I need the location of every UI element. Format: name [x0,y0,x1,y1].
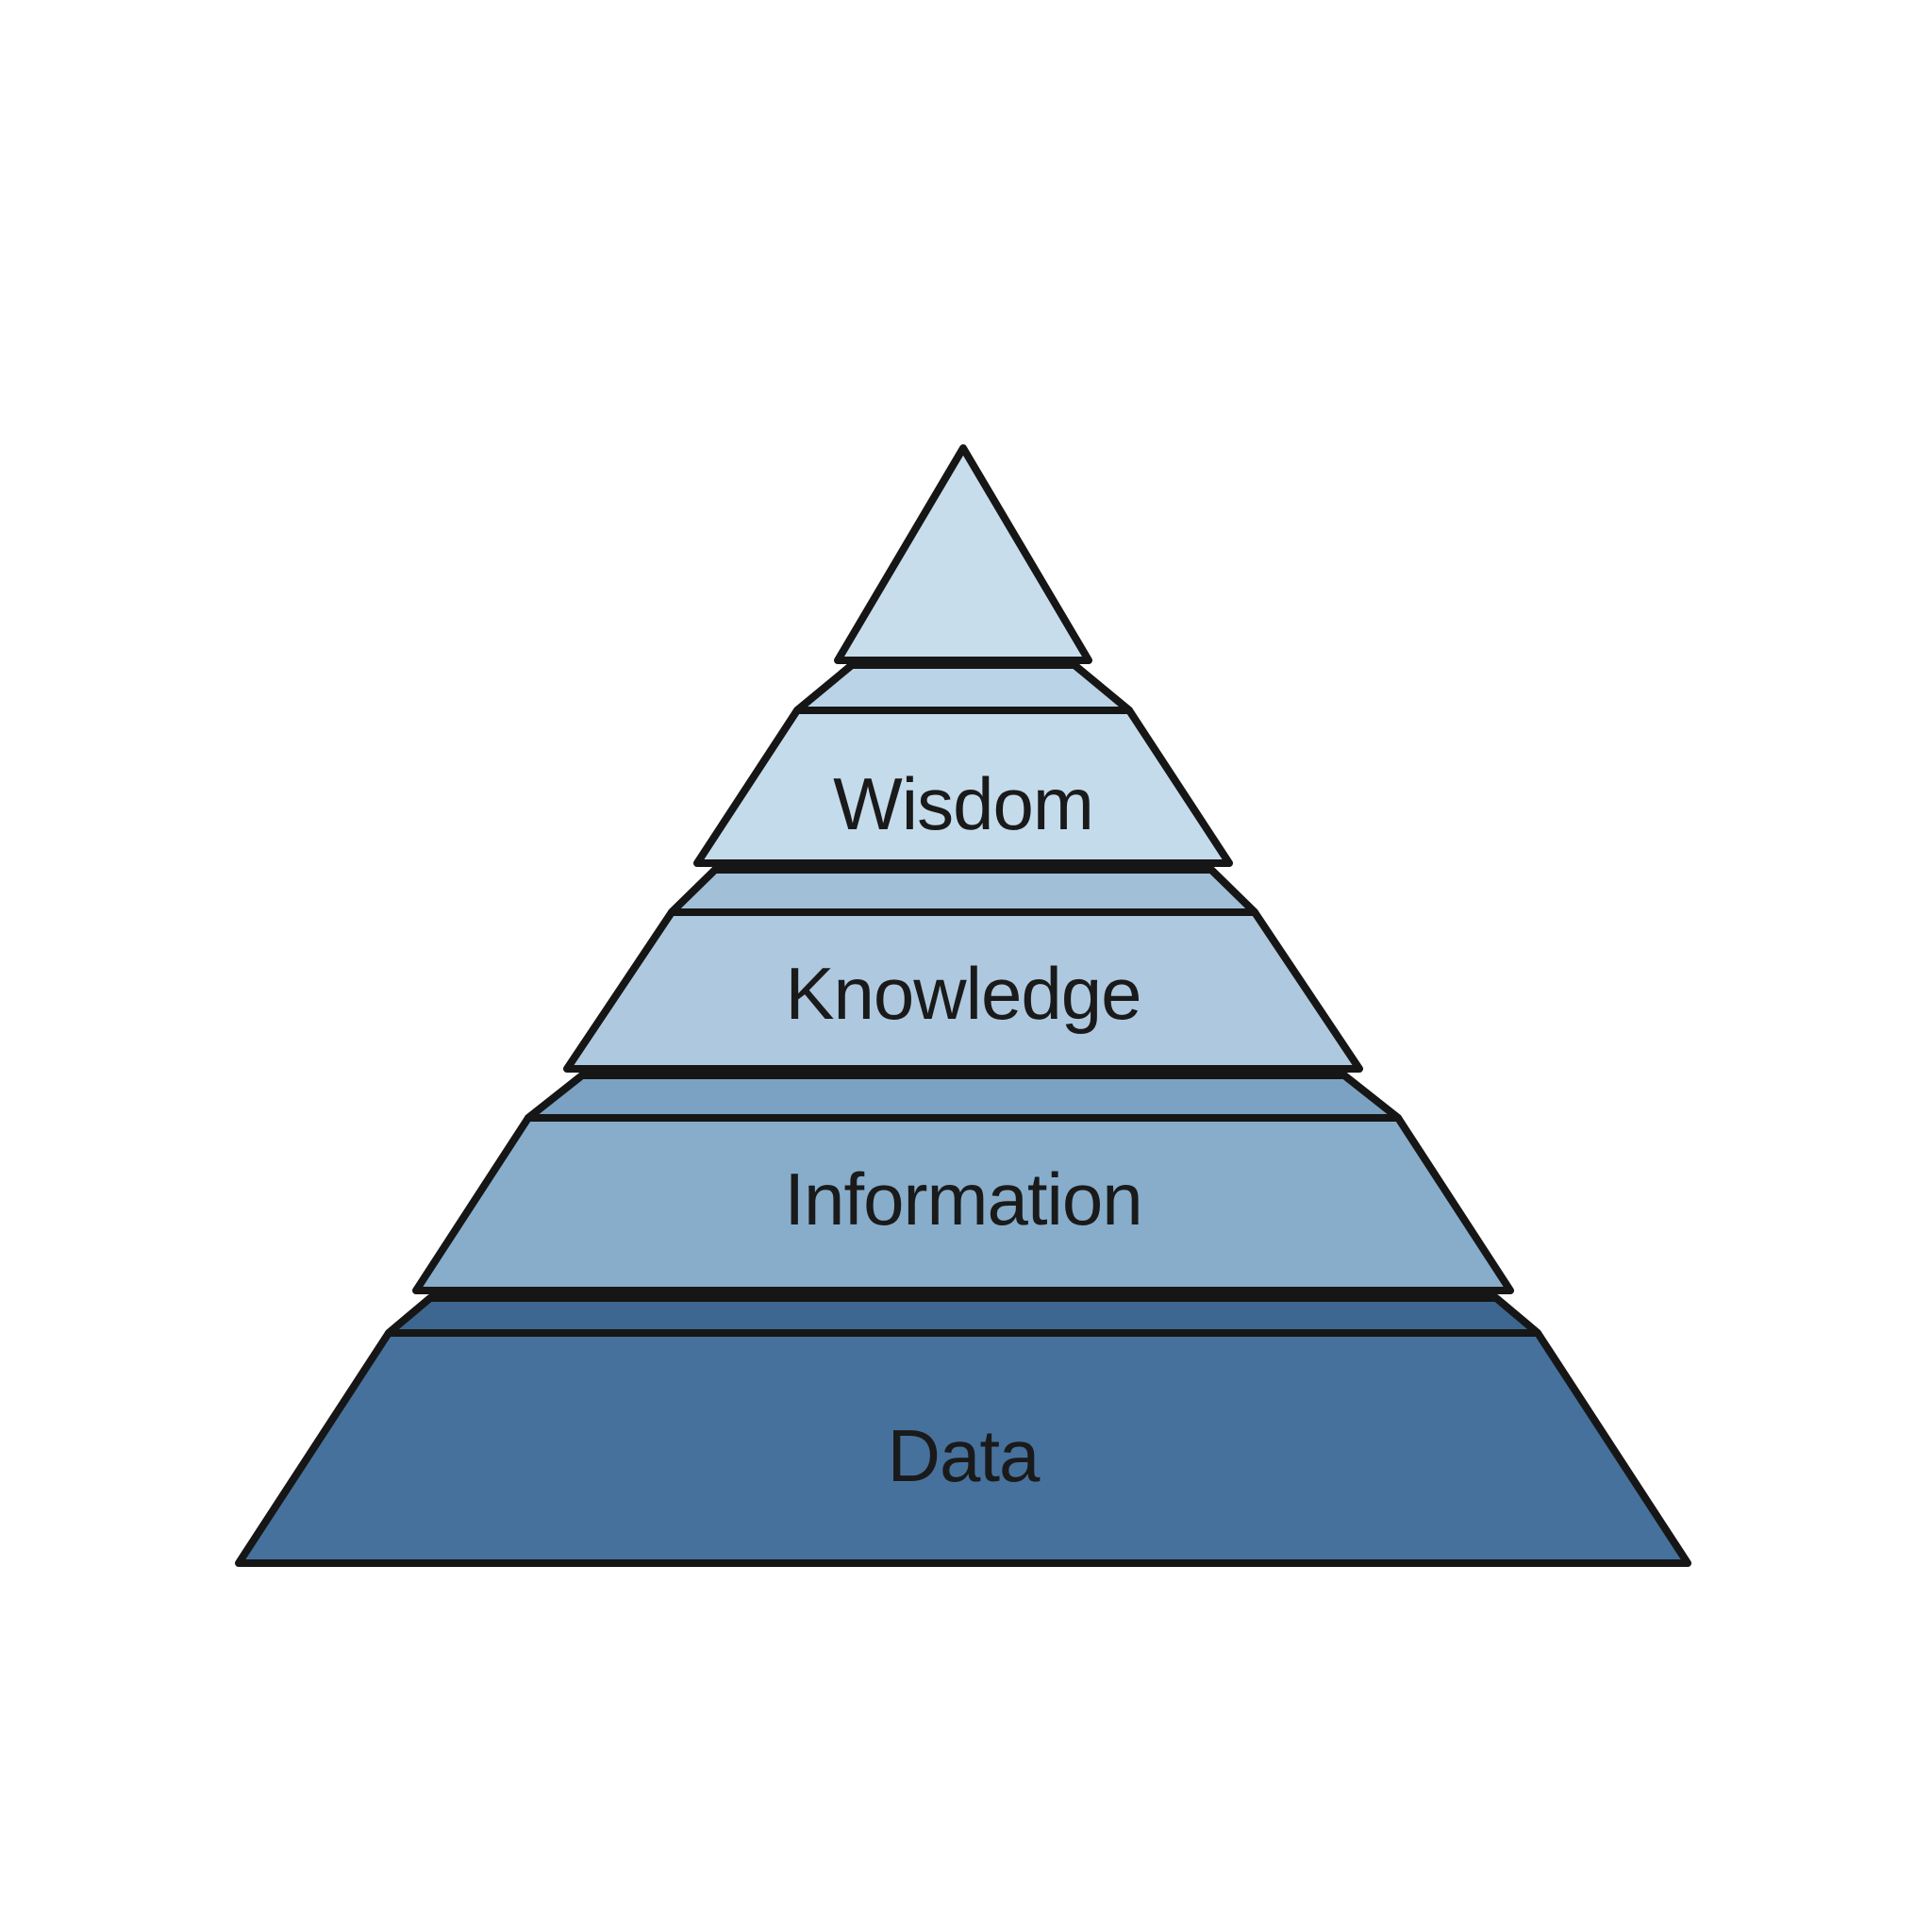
data-label: Data [888,1414,1041,1497]
information-label: Information [784,1158,1141,1241]
pyramid-level-knowledge-collar [668,866,1258,916]
pyramid-level-apex [834,444,1092,664]
wisdom-label: Wisdom [833,762,1093,845]
pyramid-level-data-collar [385,1294,1541,1337]
pyramid-level-wisdom-collar [793,661,1133,714]
knowledge-label: Knowledge [786,952,1141,1035]
pyramid-labels: Wisdom Knowledge Information Data [784,762,1142,1497]
pyramid-level-information-collar [525,1072,1402,1122]
pyramid-shapes [235,444,1691,1567]
